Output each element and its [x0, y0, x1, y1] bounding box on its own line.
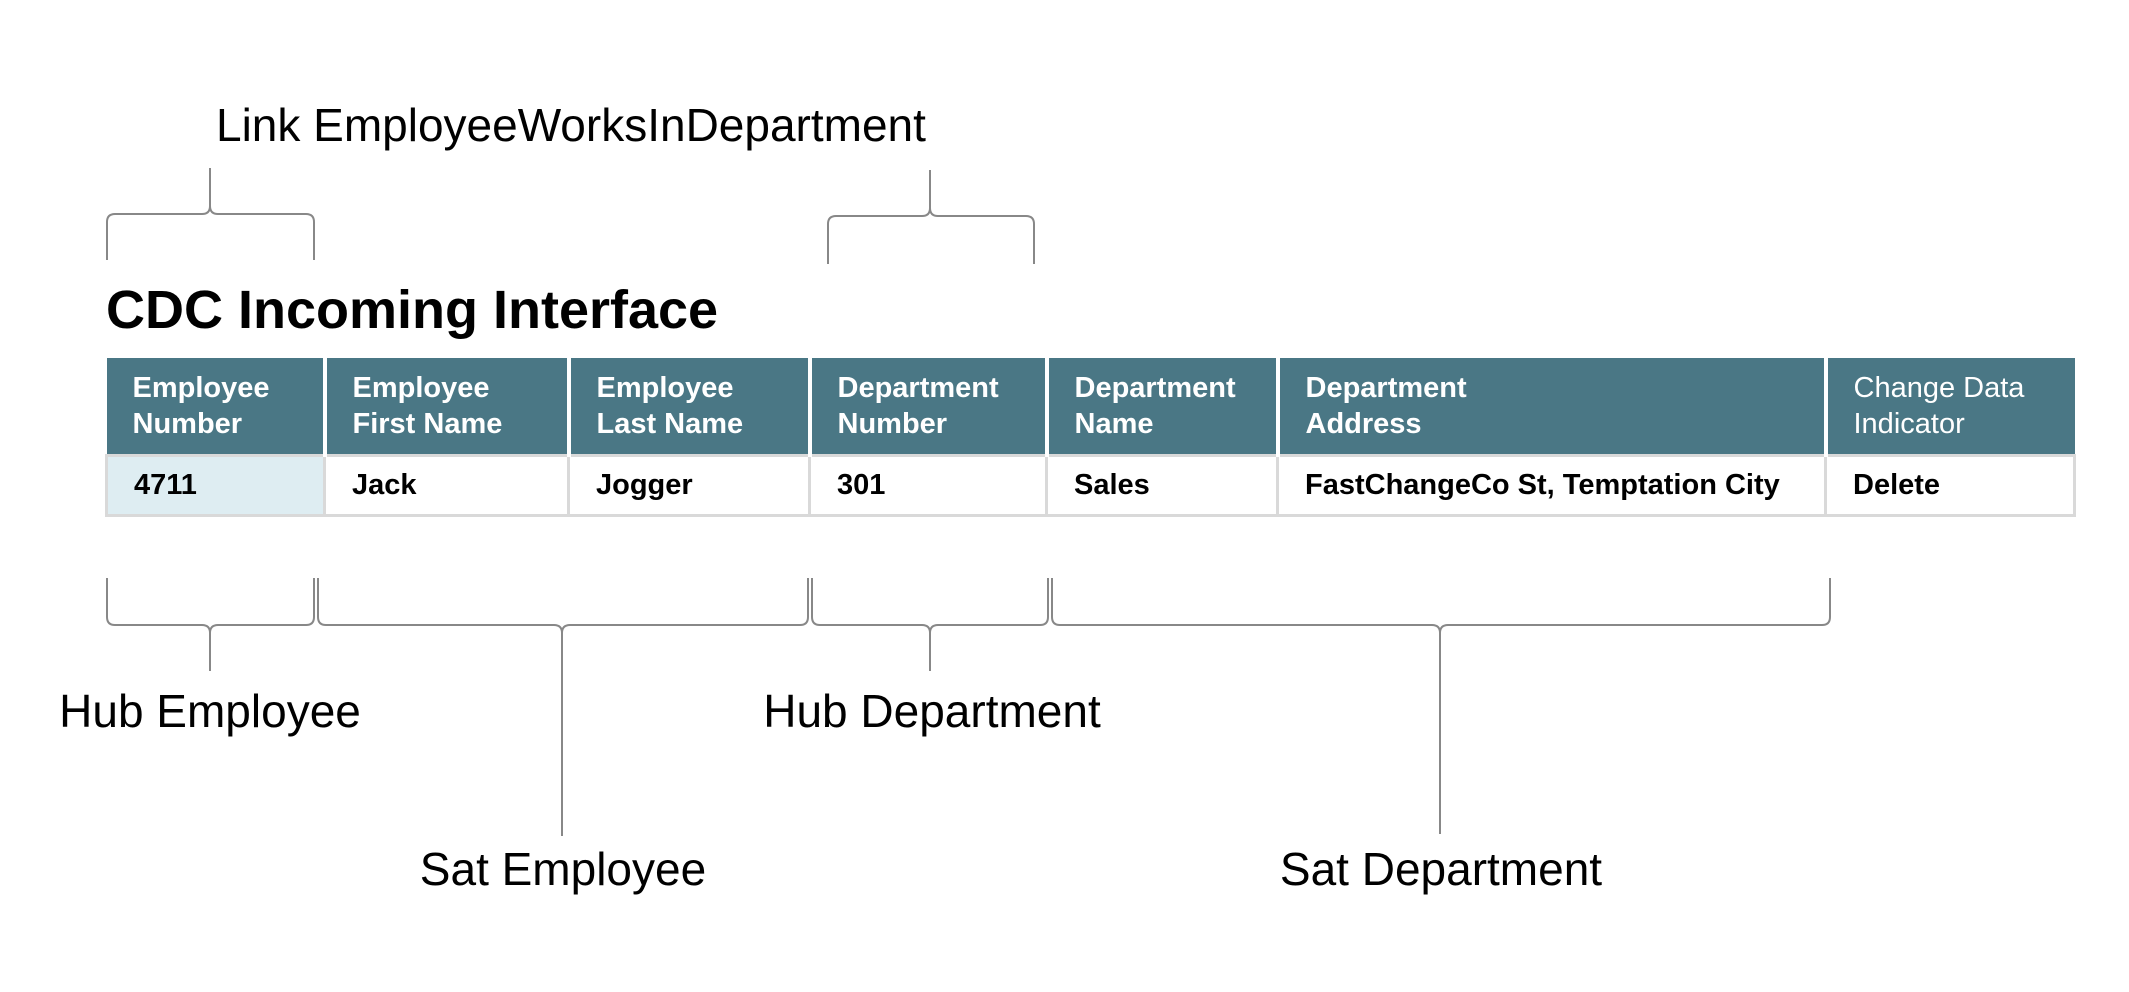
sat-department-label: Sat Department: [1279, 843, 1603, 895]
link-brace-employee: [106, 168, 315, 260]
sat-department-brace: [1051, 578, 1831, 834]
sat-employee-brace: [317, 578, 809, 836]
hub-department-brace: [811, 578, 1049, 671]
cell-department-address: FastChangeCo St, Temptation City: [1276, 453, 1827, 517]
cell-change-data-indicator: Delete: [1824, 453, 2076, 517]
hub-employee-brace: [106, 578, 315, 671]
cell-employee-last-name: Jogger: [567, 453, 811, 517]
hub-department-label: Hub Department: [763, 685, 1101, 737]
sat-employee-label: Sat Employee: [419, 843, 707, 895]
link-brace-department: [827, 170, 1035, 264]
hub-employee-label: Hub Employee: [59, 685, 361, 737]
cell-department-number: 301: [808, 453, 1048, 517]
cell-employee-first-name: Jack: [323, 453, 570, 517]
cell-department-name: Sales: [1045, 453, 1279, 517]
table-title: CDC Incoming Interface: [106, 280, 719, 340]
cell-employee-number: 4711: [105, 453, 326, 517]
link-label: Link EmployeeWorksInDepartment: [216, 99, 926, 151]
table-row: 4711 Jack Jogger 301 Sales FastChangeCo …: [105, 453, 2076, 517]
